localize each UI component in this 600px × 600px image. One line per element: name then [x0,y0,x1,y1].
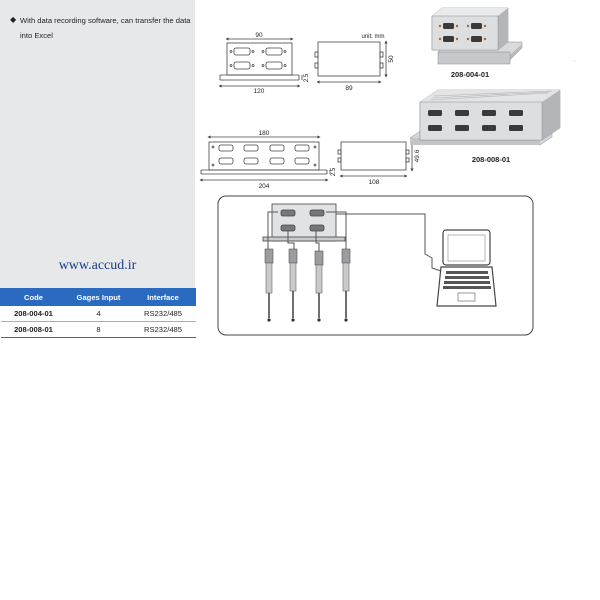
connection-diagram [217,195,534,336]
db9-port [243,144,259,152]
dim-small-width-top: 90 [255,32,263,39]
gage-probe [288,248,298,322]
large-unit-side-view [337,140,414,178]
dim-small-width-bottom: 120 [254,88,265,95]
dim-small-height: 50 [388,55,395,63]
gage-probe [341,248,351,322]
table-header-row: Code Gages Input Interface [0,288,196,306]
technical-drawings: 90 120 2.5 unit: mm 89 50 [199,7,576,336]
db9-port [294,144,310,152]
db9-port [229,61,255,70]
db9-port [218,157,234,165]
unit-label: unit: mm [361,34,384,40]
header-code: Code [0,288,67,306]
large-unit-photo [409,89,561,146]
large-unit-front-view [199,135,331,182]
db9-port [269,157,285,165]
db9-port [261,61,287,70]
dim-large-width-top: 180 [259,130,270,137]
dim-large-depth: 108 [369,179,380,186]
dim-small-depth: 89 [345,85,353,92]
db9-port [229,47,255,56]
cell-gages: 8 [66,321,131,338]
table-row: 208-008-01 8 RS232/485 [0,321,196,338]
header-interface: Interface [130,288,196,306]
cell-code: 208-004-01 [0,305,67,322]
spec-table: Code Gages Input Interface 208-004-01 4 … [0,288,196,338]
dim-large-height: 49.6 [414,149,421,162]
table-row: 208-004-01 4 RS232/485 [0,305,196,322]
bullet-icon: ◆ [10,15,17,24]
photo-label-large: 208-008-01 [472,155,510,164]
laptop-icon [436,229,497,307]
dim-small-side: 2.5 [304,73,310,82]
photo-label-small: 208-004-01 [451,70,489,79]
cell-interface: RS232/485 [130,321,196,338]
db9-port [261,47,287,56]
gage-probe [314,250,324,322]
feature-panel: ◆ With data recording software, can tran… [0,0,195,288]
db9-port [269,144,285,152]
dim-large-side: 2.5 [331,167,337,176]
stray-mark: · [574,58,576,64]
cell-code: 208-008-01 [0,321,67,338]
small-unit-side-view [314,40,388,84]
cell-interface: RS232/485 [130,305,196,322]
small-unit-front-view [218,37,303,88]
small-unit-photo [431,7,523,65]
db9-port [294,157,310,165]
website-link[interactable]: www.accud.ir [58,258,137,273]
header-gages: Gages Input [66,288,131,306]
dim-large-width-bottom: 204 [259,183,270,190]
cell-gages: 4 [66,305,131,322]
gage-probe [264,248,274,322]
db9-port [243,157,259,165]
interface-box [262,203,346,242]
db9-port [218,144,234,152]
feature-text: With data recording software, can transf… [20,16,191,40]
